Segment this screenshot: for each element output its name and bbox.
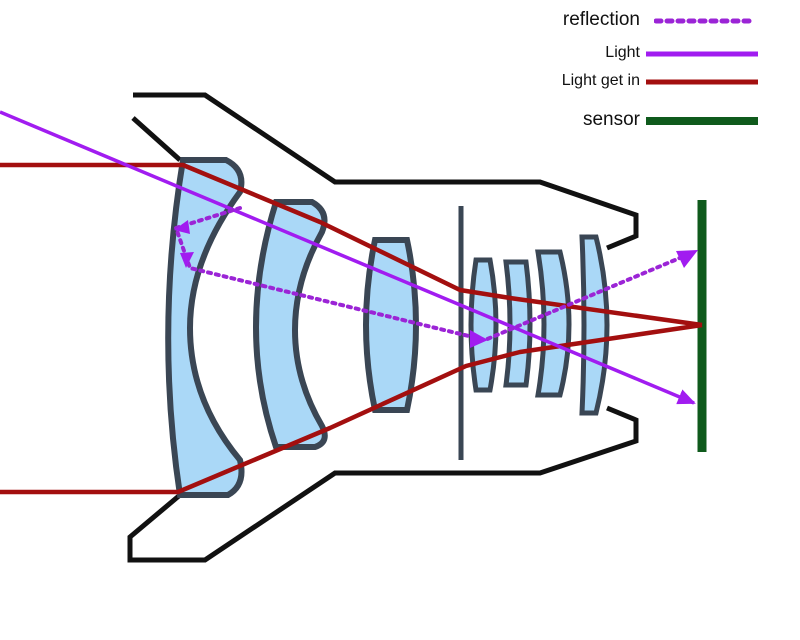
lens-element-4 — [468, 257, 499, 393]
lens-barrel — [127, 92, 639, 563]
reflection-arrowhead-1 — [174, 220, 190, 234]
reflection-arrowhead-4 — [676, 250, 698, 268]
lens-element-1 — [165, 157, 245, 498]
light-get-in-ray-top — [0, 162, 703, 328]
reflection-arrowhead-2 — [180, 252, 194, 268]
lens-element-7 — [579, 234, 610, 416]
reflection-ray — [173, 206, 696, 343]
lens-element-6 — [535, 249, 572, 398]
lens-element-2 — [253, 199, 328, 450]
reflection-arrowhead-3 — [470, 330, 488, 348]
light-ray — [0, 110, 696, 405]
light-get-in-ray-bottom — [0, 322, 703, 495]
